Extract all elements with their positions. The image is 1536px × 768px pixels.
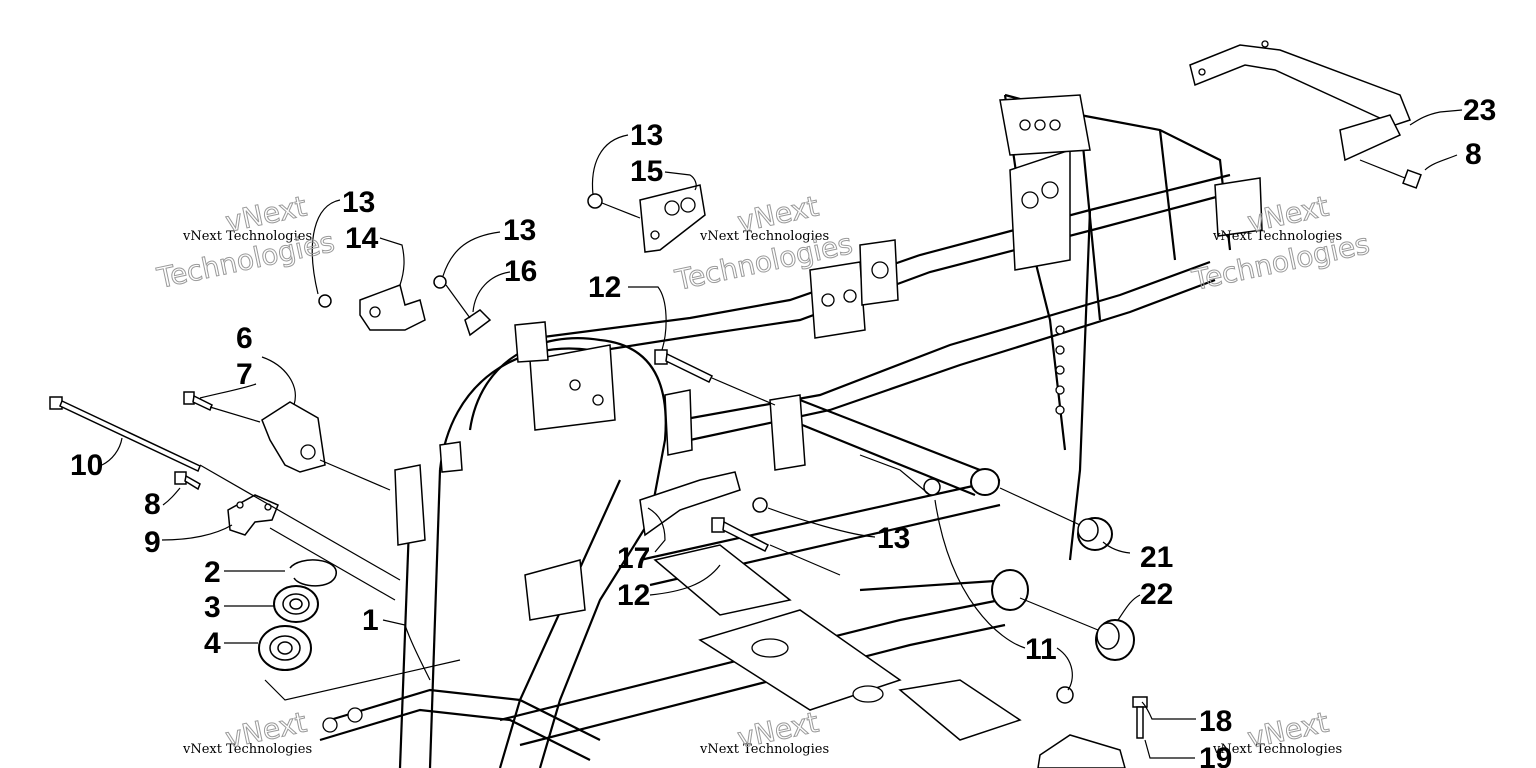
callout-17: 17 [617,542,650,575]
callout-9: 9 [144,526,161,559]
part-8-bolt-top [1359,159,1422,189]
part-13-nut-a [587,193,603,209]
callout-13-b: 13 [342,186,375,219]
part-2-circlip [289,559,337,587]
callout-4: 4 [204,627,221,660]
callout-11: 11 [1025,633,1057,666]
callout-7: 7 [236,358,253,391]
watermark-text-3: vNext Technologies [1212,229,1342,244]
callout-22: 22 [1140,578,1173,611]
callout-14: 14 [345,222,379,255]
leader-lines [101,109,1463,759]
part-13-nut-d [752,497,768,513]
part-11-nut-b [1056,686,1074,704]
watermark-text-2: vNext Technologies [699,229,829,244]
callout-1: 1 [362,604,379,637]
callout-13-a: 13 [630,119,663,152]
part-7-bolt [183,391,213,412]
part-22-cap [1095,619,1135,661]
callout-12-b: 12 [617,579,650,612]
part-8-bolt-left [174,471,201,491]
callout-15: 15 [630,155,663,188]
part-9-plate [227,494,279,536]
part-13-nut-c [433,275,447,289]
part-15-plate [639,184,706,253]
callout-16: 16 [504,255,537,288]
callout-23: 23 [1463,94,1496,127]
part-14-bracket [359,284,426,331]
callout-2: 2 [204,556,221,589]
callout-8-top: 8 [1465,138,1482,171]
callout-6: 6 [236,322,253,355]
part-10-long-bolt [49,396,201,473]
watermark-text-6: vNext Technologies [1212,742,1342,757]
callout-13-c: 13 [503,214,536,247]
part-23-rack-bar [1189,44,1411,126]
callout-3: 3 [204,591,221,624]
loose-parts [49,40,1422,739]
atv-frame [319,93,1263,768]
callout-18: 18 [1199,705,1232,738]
callout-21: 21 [1140,541,1173,574]
callout-8-left: 8 [144,488,161,521]
part-11-nut-a [923,478,941,496]
part-12-bolt-b [711,517,770,553]
callout-12-a: 12 [588,271,621,304]
part-18-bolt [1132,696,1148,739]
part-4-bearing [258,625,312,671]
watermark-text-1: vNext Technologies [182,229,312,244]
part-16-clip [464,309,492,337]
callout-19: 19 [1199,742,1232,768]
watermarks: vNext Technologies vNext Technologies vN… [153,189,1373,757]
watermark-text-5: vNext Technologies [699,742,829,757]
part-6-bracket [261,401,326,473]
callout-10: 10 [70,449,103,482]
watermark-text-4: vNext Technologies [182,742,312,757]
part-13-nut-b [318,294,332,308]
callout-labels: 23 8 13 15 13 14 13 16 12 6 7 10 8 9 2 3… [70,94,1496,768]
part-12-bolt-a [654,349,714,383]
callout-13-d: 13 [877,522,910,555]
part-3-bearing [273,585,319,623]
